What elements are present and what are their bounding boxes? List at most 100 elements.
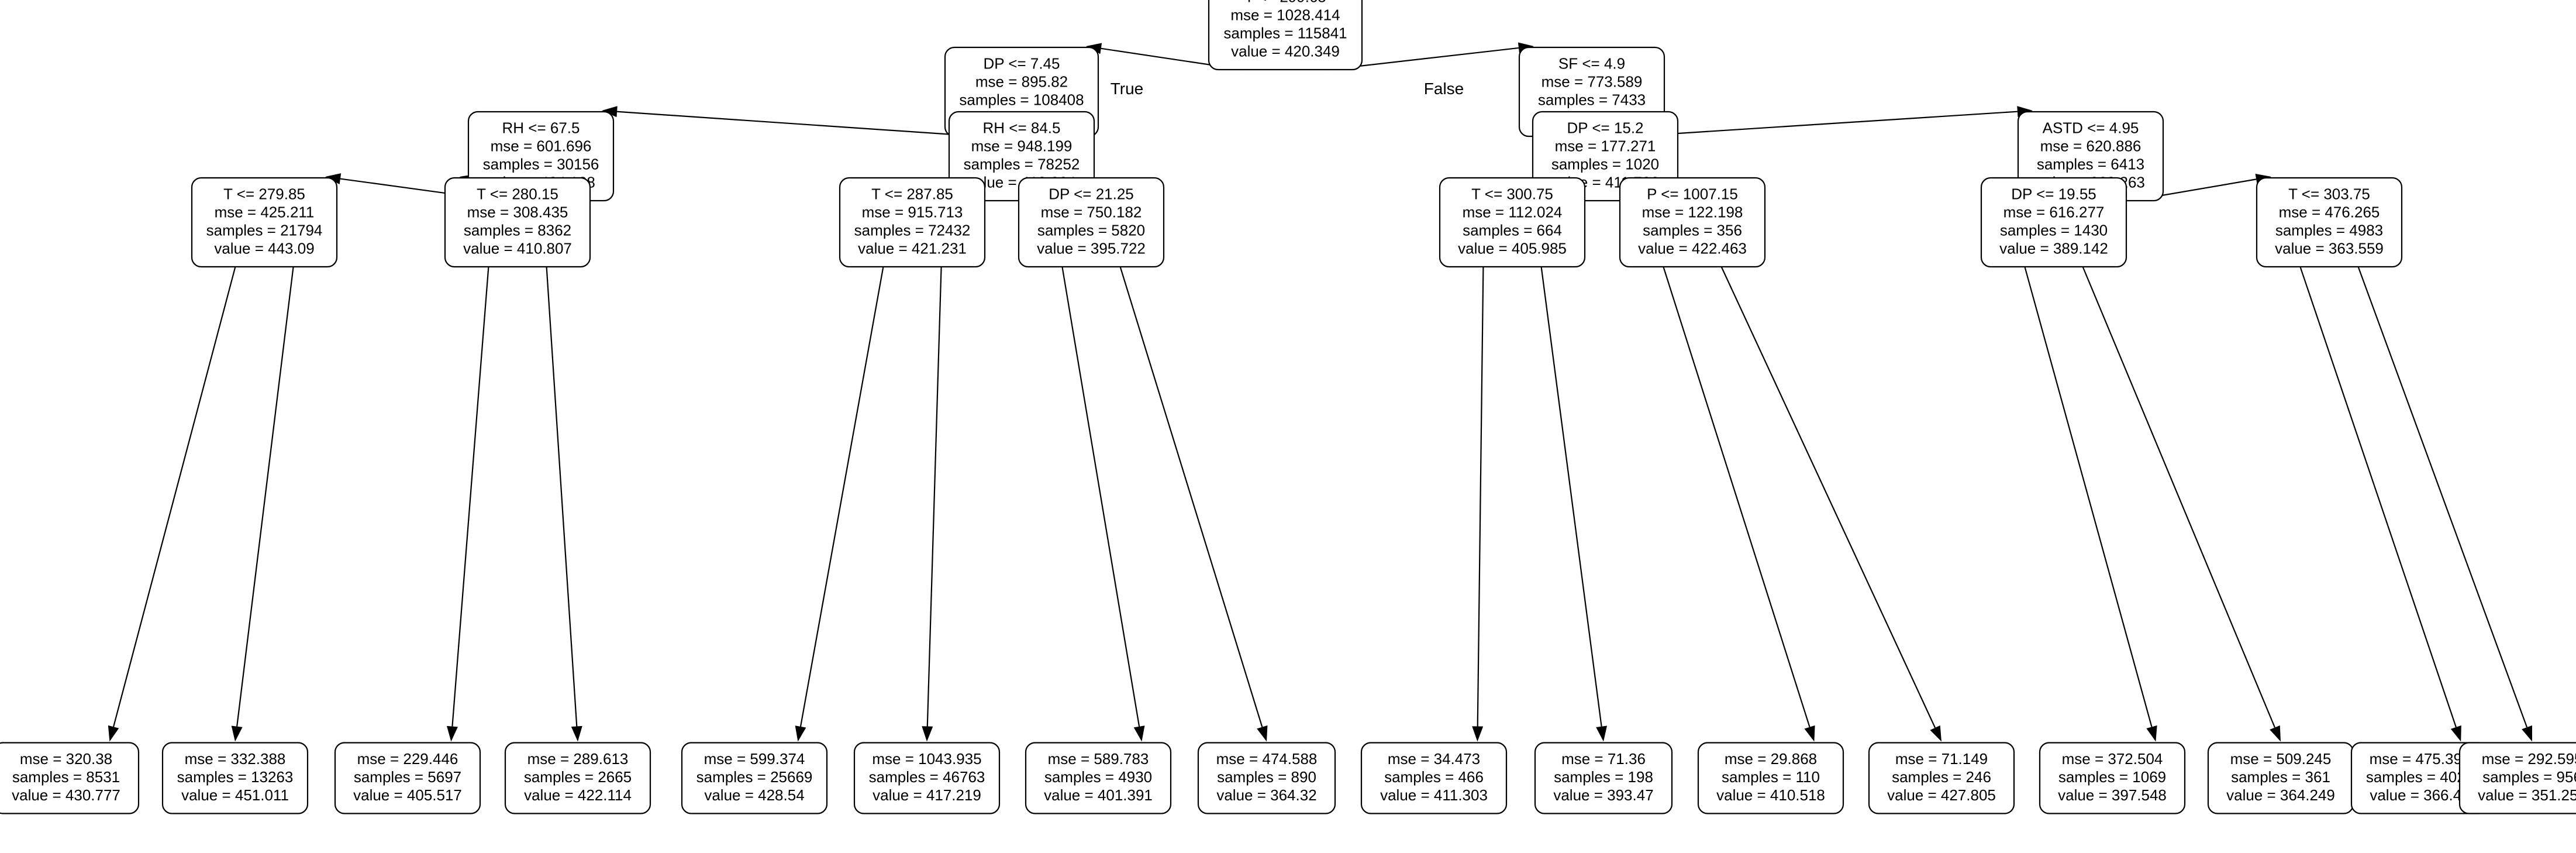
node-samples-text: samples = 108408 bbox=[959, 91, 1084, 108]
node-mse-text: mse = 895.82 bbox=[975, 73, 1068, 90]
node-mse-text: mse = 601.696 bbox=[491, 137, 592, 154]
node-value-text: value = 364.249 bbox=[2226, 786, 2335, 804]
edge-n9-to-n19 bbox=[795, 266, 884, 742]
node-condition-text: SF <= 4.9 bbox=[1558, 54, 1625, 72]
edge-n7-to-n15 bbox=[108, 266, 236, 742]
node-samples-text: samples = 46763 bbox=[869, 768, 985, 786]
node-condition-text: DP <= 15.2 bbox=[1567, 119, 1643, 136]
edge-n2-to-n6 bbox=[1632, 106, 2033, 137]
edge-n12-to-n26 bbox=[1720, 266, 1942, 742]
edge-n8-to-n18 bbox=[546, 266, 582, 742]
edge-n11-to-n24 bbox=[1540, 266, 1608, 742]
node-value-text: value = 397.548 bbox=[2058, 786, 2167, 804]
edge-n7-to-n16 bbox=[231, 266, 294, 742]
node-mse-text: mse = 308.435 bbox=[467, 203, 568, 221]
node-condition-text: RH <= 84.5 bbox=[983, 119, 1061, 136]
node-mse-text: mse = 332.388 bbox=[185, 750, 286, 768]
edge-n12-to-n25 bbox=[1663, 266, 1815, 742]
node-value-text: value = 410.518 bbox=[1716, 786, 1825, 804]
node-mse-text: mse = 1028.414 bbox=[1230, 6, 1340, 23]
node-value-text: value = 428.54 bbox=[704, 786, 804, 804]
node-samples-text: samples = 110 bbox=[1722, 768, 1820, 786]
node-condition-text: T <= 303.75 bbox=[2288, 185, 2370, 202]
node-samples-text: samples = 1430 bbox=[2000, 221, 2108, 239]
node-mse-text: mse = 773.589 bbox=[1542, 73, 1643, 90]
node-samples-text: samples = 8531 bbox=[12, 768, 120, 786]
node-samples-text: samples = 25669 bbox=[696, 768, 813, 786]
node-value-text: value = 364.32 bbox=[1216, 786, 1316, 804]
node-mse-text: mse = 589.783 bbox=[1048, 750, 1149, 768]
node-value-text: value = 411.303 bbox=[1380, 786, 1488, 804]
node-value-text: value = 422.114 bbox=[524, 786, 632, 804]
node-mse-text: mse = 71.149 bbox=[1895, 750, 1988, 768]
edge-n11-to-n23 bbox=[1472, 266, 1484, 742]
node-value-text: value = 363.559 bbox=[2275, 239, 2384, 257]
node-value-text: value = 430.777 bbox=[12, 786, 120, 804]
node-samples-text: samples = 956 bbox=[2482, 768, 2576, 786]
node-condition-text: T <= 300.75 bbox=[1471, 185, 1553, 202]
node-mse-text: mse = 620.886 bbox=[2040, 137, 2142, 154]
node-condition-text: T <= 299.65 bbox=[1244, 0, 1326, 5]
node-samples-text: samples = 246 bbox=[1892, 768, 1991, 786]
node-value-text: value = 427.805 bbox=[1887, 786, 1996, 804]
node-condition-text: T <= 280.15 bbox=[477, 185, 558, 202]
node-condition-text: P <= 1007.15 bbox=[1647, 185, 1738, 202]
edge-n8-to-n17 bbox=[446, 266, 489, 742]
node-value-text: value = 421.231 bbox=[858, 239, 967, 257]
node-samples-text: samples = 115841 bbox=[1223, 24, 1347, 42]
node-samples-text: samples = 664 bbox=[1463, 221, 1562, 239]
edge-label-false: False bbox=[1424, 80, 1464, 98]
node-condition-text: DP <= 19.55 bbox=[2011, 185, 2096, 202]
node-value-text: value = 366.48 bbox=[2370, 786, 2470, 804]
node-value-text: value = 405.985 bbox=[1458, 239, 1567, 257]
node-value-text: value = 393.47 bbox=[1553, 786, 1653, 804]
edge-n9-to-n20 bbox=[922, 266, 942, 742]
node-value-text: value = 422.463 bbox=[1638, 239, 1747, 257]
node-samples-text: samples = 4983 bbox=[2275, 221, 2383, 239]
node-samples-text: samples = 466 bbox=[1384, 768, 1484, 786]
node-mse-text: mse = 71.36 bbox=[1561, 750, 1646, 768]
node-mse-text: mse = 750.182 bbox=[1041, 203, 1142, 221]
node-mse-text: mse = 229.446 bbox=[357, 750, 458, 768]
node-mse-text: mse = 1043.935 bbox=[872, 750, 981, 768]
node-mse-text: mse = 29.868 bbox=[1725, 750, 1817, 768]
node-mse-text: mse = 616.277 bbox=[2003, 203, 2105, 221]
node-mse-text: mse = 289.613 bbox=[527, 750, 629, 768]
node-mse-text: mse = 474.588 bbox=[1216, 750, 1318, 768]
node-value-text: value = 389.142 bbox=[1999, 239, 2108, 257]
node-mse-text: mse = 320.38 bbox=[20, 750, 112, 768]
node-value-text: value = 420.349 bbox=[1231, 42, 1340, 60]
node-value-text: value = 405.517 bbox=[353, 786, 462, 804]
node-samples-text: samples = 8362 bbox=[464, 221, 571, 239]
node-mse-text: mse = 915.713 bbox=[862, 203, 963, 221]
node-samples-text: samples = 13263 bbox=[177, 768, 294, 786]
node-samples-text: samples = 198 bbox=[1554, 768, 1653, 786]
